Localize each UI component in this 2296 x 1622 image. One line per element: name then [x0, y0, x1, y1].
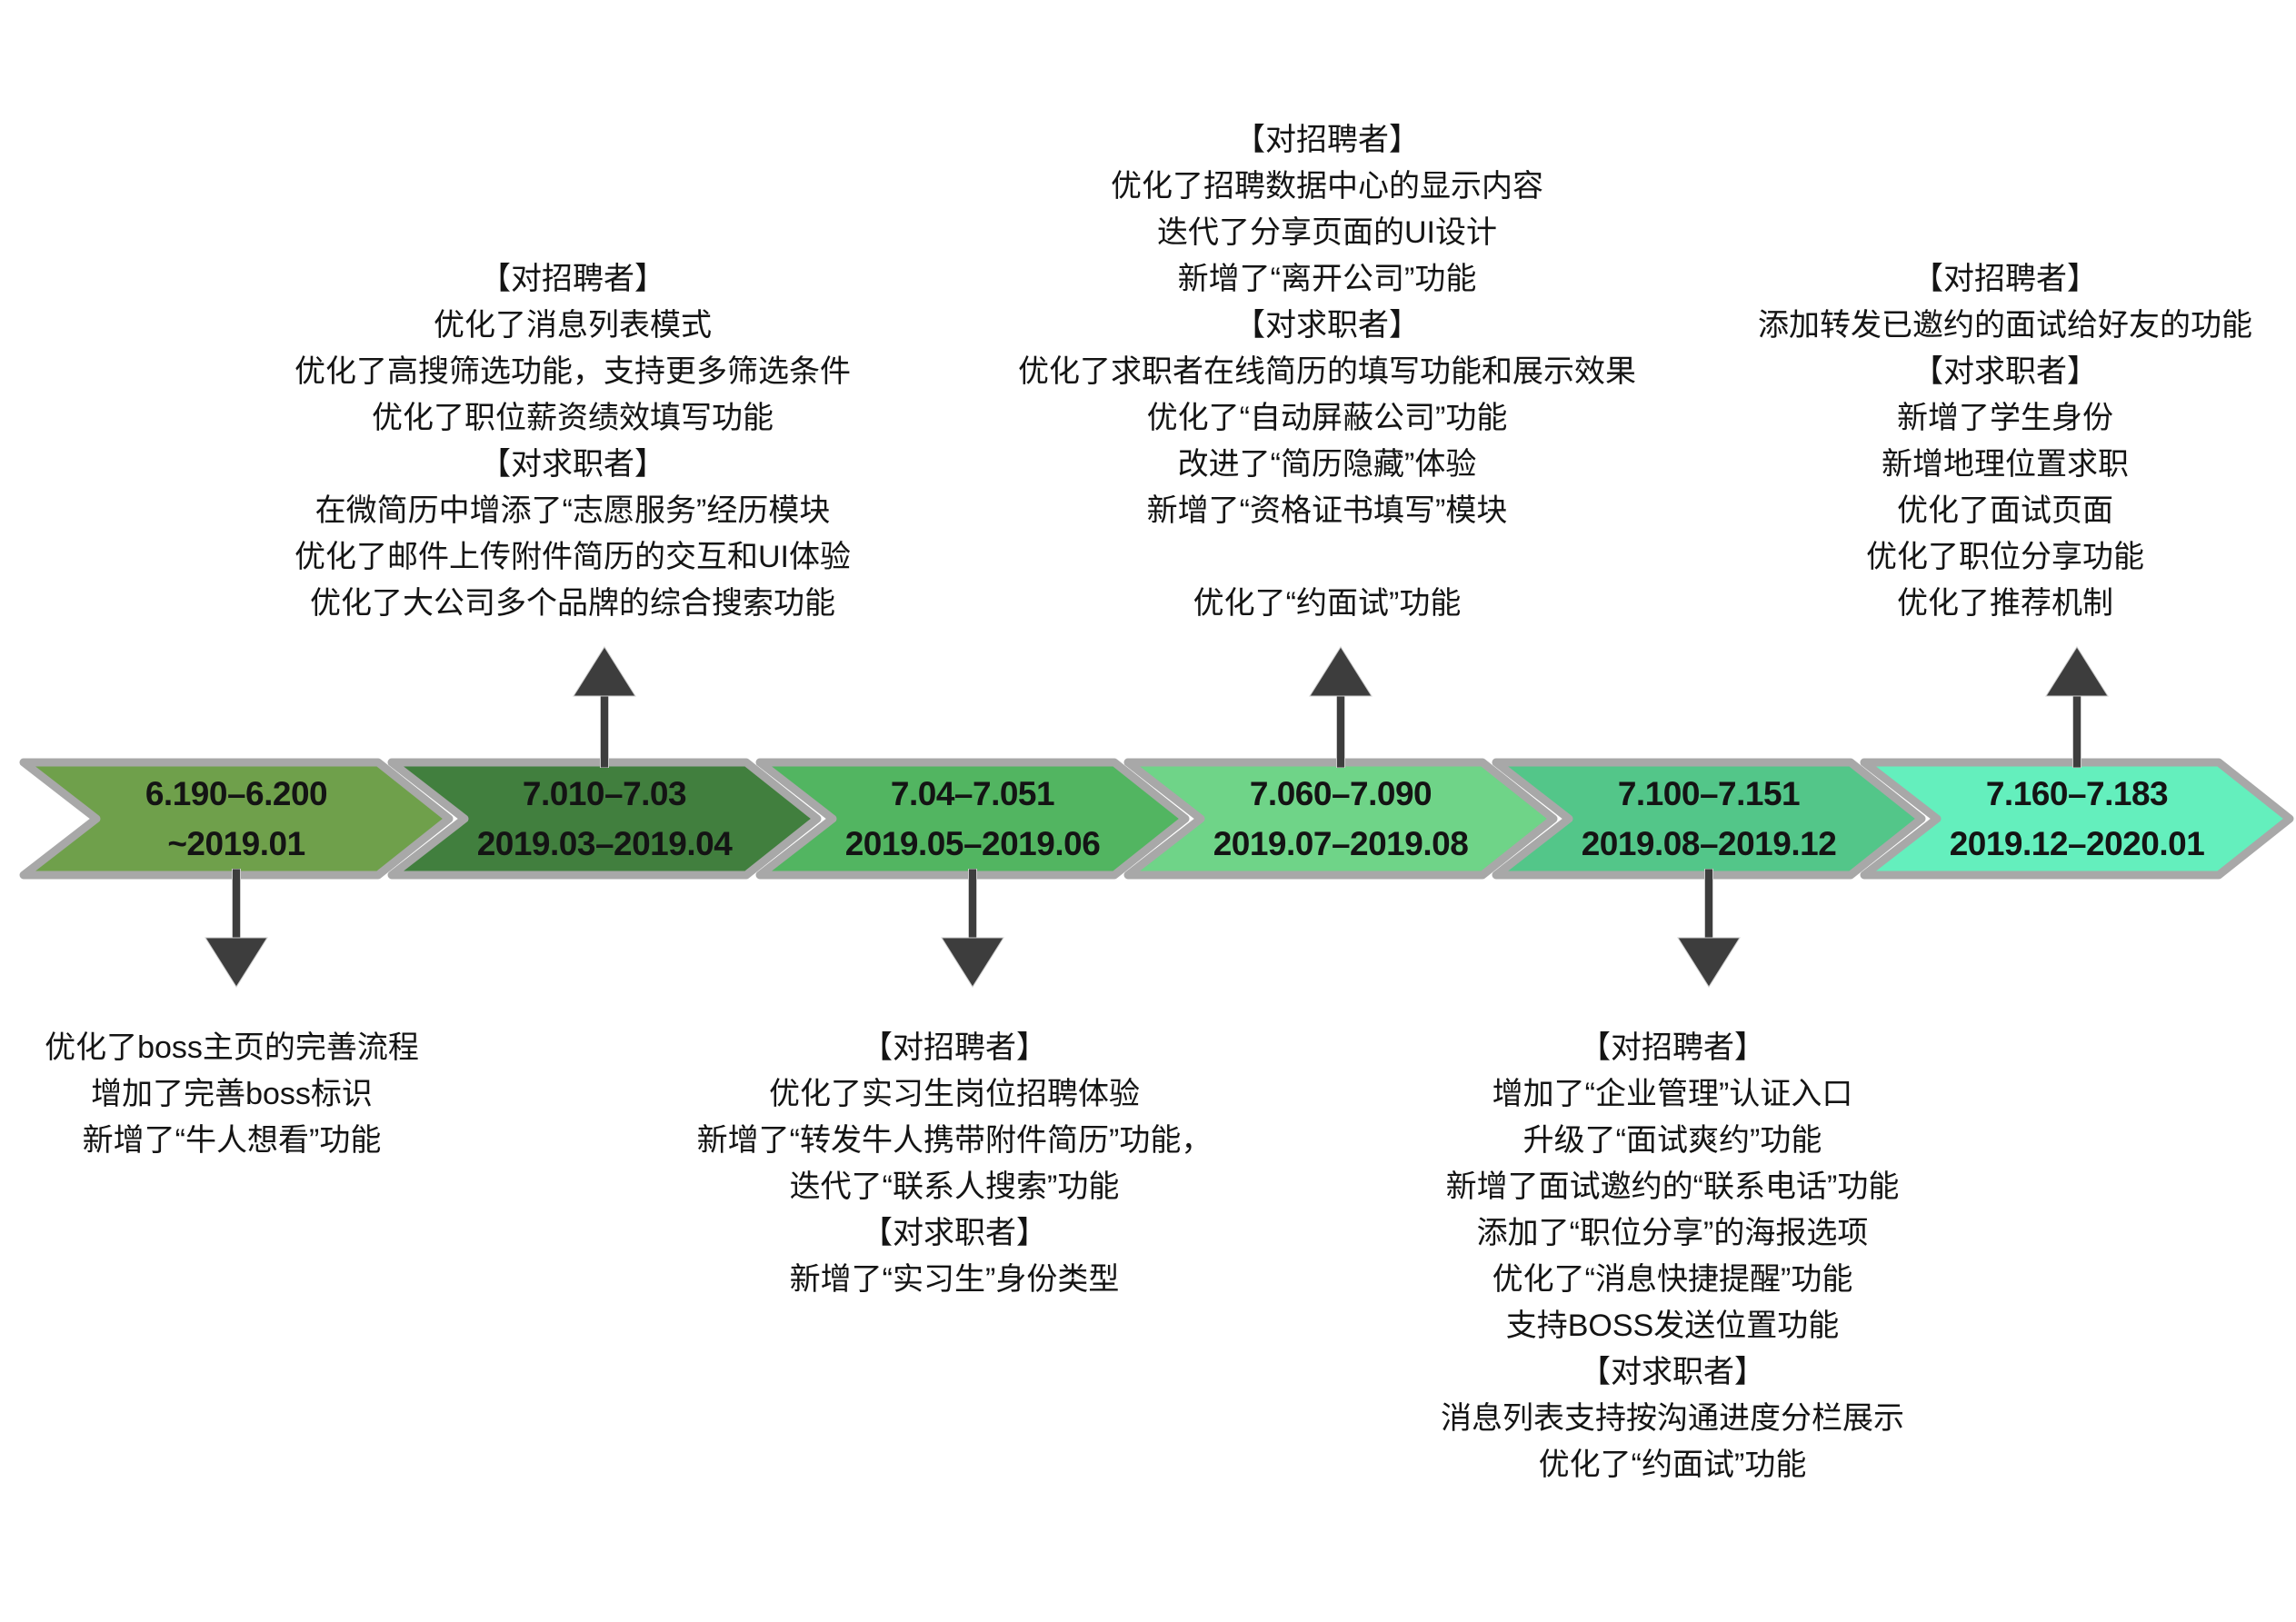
- note-heading: 【对招聘者】: [480, 262, 665, 296]
- chevron-shape: [1860, 758, 2294, 880]
- timeline-segment: 7.010–7.03 2019.03–2019.04: [386, 757, 823, 881]
- note-heading: 【对求职者】: [480, 447, 665, 482]
- segment-label: 6.190–6.200 ~2019.01: [82, 757, 391, 881]
- up-arrow-icon: [2045, 646, 2109, 768]
- segment-label: 7.04–7.051 2019.05–2019.06: [818, 757, 1127, 881]
- note-line: 迭代了分享页面的UI设计: [1157, 215, 1497, 250]
- timeline-segment: 7.060–7.090 2019.07–2019.08: [1123, 757, 1559, 881]
- note-line: 消息列表支持按沟通进度分栏展示: [1441, 1401, 1904, 1436]
- note-line: 新增了学生身份: [1897, 401, 2113, 435]
- note-block-below-704: 【对招聘者】 优化了实习生岗位招聘体验 新增了“转发牛人携带附件简历”功能， 迭…: [636, 1025, 1273, 1303]
- note-heading: 【对招聘者】: [1234, 123, 1420, 157]
- note-line: 在微简历中增添了“志愿服务”经历模块: [314, 493, 831, 528]
- note-line: 优化了“约面试”功能: [1193, 586, 1462, 621]
- note-line: 优化了“约面试”功能: [1538, 1448, 1807, 1482]
- note-block-above-7060: 【对招聘者】 优化了招聘数据中心的显示内容 迭代了分享页面的UI设计 新增了“离…: [854, 117, 1800, 627]
- note-heading: 【对求职者】: [1234, 308, 1420, 343]
- chevron-shape-svg: [1860, 758, 2294, 880]
- segment-period: 2019.07–2019.08: [1213, 825, 1469, 862]
- timeline-segment: 6.190–6.200 ~2019.01: [18, 757, 454, 881]
- segment-period: 2019.03–2019.04: [476, 825, 733, 862]
- note-line: 优化了招聘数据中心的显示内容: [1111, 169, 1543, 204]
- note-line: 优化了“自动屏蔽公司”功能: [1146, 401, 1508, 435]
- note-block-above-7160: 【对招聘者】 添加转发已邀约的面试给好友的功能 【对求职者】 新增了学生身份 新…: [1714, 256, 2296, 627]
- note-line: 添加转发已邀约的面试给好友的功能: [1758, 308, 2252, 343]
- note-line: 迭代了“联系人搜索”功能: [789, 1169, 1120, 1204]
- note-line-spacer: [854, 534, 1800, 581]
- note-line: 新增了“实习生”身份类型: [789, 1262, 1120, 1297]
- note-line: 支持BOSS发送位置功能: [1505, 1309, 1840, 1343]
- chevron-shape-svg: [19, 758, 454, 880]
- note-line: 优化了职位薪资绩效填写功能: [372, 401, 774, 435]
- timeline-segment: 7.100–7.151 2019.08–2019.12: [1491, 757, 1927, 881]
- note-heading: 【对求职者】: [862, 1216, 1047, 1250]
- up-arrow-icon: [573, 646, 636, 768]
- note-line: 优化了推荐机制: [1897, 586, 2113, 621]
- note-heading: 【对求职者】: [1912, 354, 2098, 389]
- chevron-shape: [1492, 758, 1926, 880]
- note-line: 新增了“牛人想看”功能: [82, 1123, 382, 1158]
- note-line: 优化了面试页面: [1897, 493, 2113, 528]
- note-line: 增加了完善boss标识: [91, 1077, 373, 1111]
- chevron-shape-svg: [755, 758, 1190, 880]
- note-line: 新增地理位置求职: [1882, 447, 2129, 482]
- segment-label: 7.060–7.090 2019.07–2019.08: [1186, 757, 1495, 881]
- segment-version: 7.160–7.183: [1985, 775, 2169, 812]
- note-heading: 【对招聘者】: [862, 1030, 1047, 1065]
- chevron-shape-svg: [387, 758, 822, 880]
- note-line: 优化了邮件上传附件简历的交互和UI体验: [294, 540, 851, 574]
- segment-version: 7.010–7.03: [522, 775, 687, 812]
- segment-period: 2019.05–2019.06: [844, 825, 1101, 862]
- note-block-below-7100: 【对招聘者】 增加了“企业管理”认证入口 升级了“面试爽约”功能 新增了面试邀约…: [1309, 1025, 2036, 1488]
- note-line: 优化了职位分享功能: [1866, 540, 2144, 574]
- note-line: 改进了“简历隐藏”体验: [1177, 447, 1477, 482]
- down-arrow-icon: [1677, 869, 1741, 988]
- note-block-above-7010: 【对招聘者】 优化了消息列表模式 优化了高搜筛选功能，支持更多筛选条件 优化了职…: [118, 256, 1027, 627]
- note-heading: 【对招聘者】: [1580, 1030, 1765, 1065]
- note-line: 优化了消息列表模式: [434, 308, 712, 343]
- note-line: 新增了“转发牛人携带附件简历”功能，: [696, 1123, 1213, 1158]
- segment-label: 7.160–7.183 2019.12–2020.01: [1922, 757, 2231, 881]
- segment-period: ~2019.01: [167, 825, 305, 862]
- chevron-shape: [1123, 758, 1558, 880]
- note-line: 新增了面试邀约的“联系电话”功能: [1445, 1169, 1900, 1204]
- note-line: 添加了“职位分享”的海报选项: [1476, 1216, 1869, 1250]
- note-block-below-6190: 优化了boss主页的完善流程 增加了完善boss标识 新增了“牛人想看”功能: [0, 1025, 464, 1164]
- timeline-segment: 7.160–7.183 2019.12–2020.01: [1859, 757, 2295, 881]
- down-arrow-icon: [205, 869, 268, 988]
- note-line: 新增了“离开公司”功能: [1177, 262, 1477, 296]
- note-line: 优化了“消息快捷提醒”功能: [1492, 1262, 1853, 1297]
- chevron-shape: [755, 758, 1190, 880]
- up-arrow-icon: [1309, 646, 1373, 768]
- segment-period: 2019.08–2019.12: [1581, 825, 1837, 862]
- note-heading: 【对求职者】: [1580, 1355, 1765, 1389]
- segment-version: 6.190–6.200: [145, 775, 328, 812]
- chevron-shape: [387, 758, 822, 880]
- note-line: 优化了boss主页的完善流程: [45, 1030, 419, 1065]
- segment-label: 7.100–7.151 2019.08–2019.12: [1554, 757, 1863, 881]
- chevron-shape-svg: [1123, 758, 1558, 880]
- down-arrow-icon: [941, 869, 1004, 988]
- note-line: 增加了“企业管理”认证入口: [1492, 1077, 1853, 1111]
- note-line: 优化了大公司多个品牌的综合搜索功能: [310, 586, 835, 621]
- segment-version: 7.060–7.090: [1249, 775, 1433, 812]
- chevron-shape: [19, 758, 454, 880]
- note-line: 优化了求职者在线简历的填写功能和展示效果: [1018, 354, 1636, 389]
- segment-version: 7.100–7.151: [1617, 775, 1801, 812]
- segment-period: 2019.12–2020.01: [1949, 825, 2205, 862]
- note-line: 新增了“资格证书填写”模块: [1146, 493, 1508, 528]
- note-line: 优化了高搜筛选功能，支持更多筛选条件: [294, 354, 851, 389]
- segment-label: 7.010–7.03 2019.03–2019.04: [450, 757, 759, 881]
- note-heading: 【对招聘者】: [1912, 262, 2098, 296]
- note-line: 优化了实习生岗位招聘体验: [769, 1077, 1140, 1111]
- note-line: 升级了“面试爽约”功能: [1522, 1123, 1822, 1158]
- segment-version: 7.04–7.051: [890, 775, 1055, 812]
- chevron-shape-svg: [1492, 758, 1926, 880]
- timeline-segment: 7.04–7.051 2019.05–2019.06: [754, 757, 1191, 881]
